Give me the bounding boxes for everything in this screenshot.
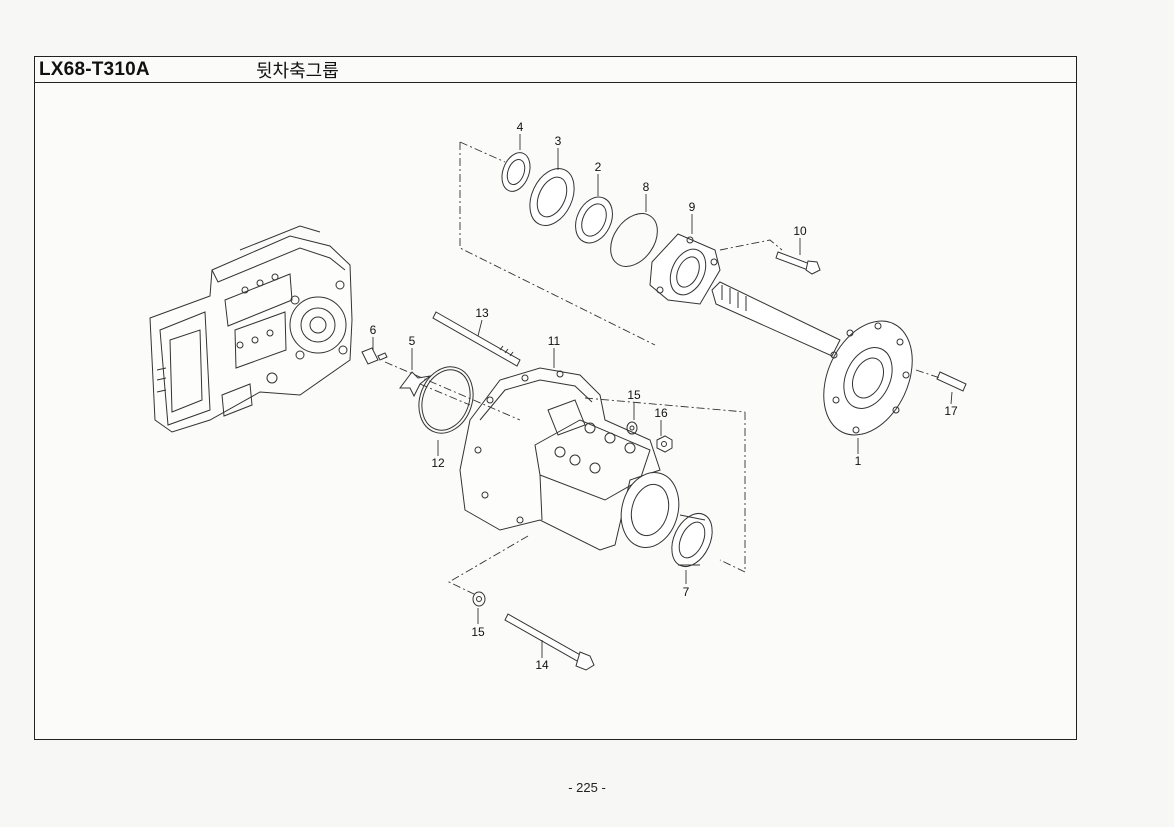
callout-9: 9 <box>689 200 696 214</box>
washer-part-15-upper <box>626 421 638 435</box>
model-code: LX68-T310A <box>39 59 150 80</box>
assembly-lines <box>384 141 941 596</box>
bearing-part-2 <box>575 196 613 244</box>
callout-3: 3 <box>555 134 562 148</box>
header-bar: LX68-T310A 뒷차축그룹 <box>35 57 1076 83</box>
callout-14: 14 <box>535 658 549 672</box>
plug-part-6 <box>361 347 388 365</box>
callout-6: 6 <box>370 323 377 337</box>
nut-part-16 <box>656 435 673 453</box>
stud-part-17 <box>936 371 967 392</box>
retainer-part-9 <box>649 233 721 305</box>
bolt-part-14 <box>504 613 595 671</box>
callout-7: 7 <box>683 585 690 599</box>
callout-15-upper: 15 <box>627 388 641 402</box>
callout-2: 2 <box>595 160 602 174</box>
leader-lines <box>372 134 953 658</box>
callout-labels: 4 3 2 8 9 10 13 11 6 5 15 16 17 1 12 7 1… <box>370 120 958 672</box>
axle-housing-part-11 <box>459 367 680 551</box>
callout-11: 11 <box>548 334 561 348</box>
callout-1: 1 <box>855 454 862 468</box>
bolt-part-10 <box>775 251 821 275</box>
callout-5: 5 <box>409 334 416 348</box>
callout-13: 13 <box>475 306 489 320</box>
callout-17: 17 <box>944 404 958 418</box>
bearing-part-3 <box>529 168 575 226</box>
callout-12: 12 <box>431 456 445 470</box>
bearing-part-7 <box>671 513 713 567</box>
lock-nut-part-4 <box>501 152 531 192</box>
stud-part-13 <box>432 311 521 367</box>
washer-part-15-lower <box>472 591 486 607</box>
page-number: - 225 - <box>568 780 606 795</box>
group-title: 뒷차축그룹 <box>256 61 339 82</box>
handle-part-5 <box>399 371 432 398</box>
axle-shaft-part-1 <box>711 281 913 436</box>
callout-8: 8 <box>643 180 650 194</box>
callout-15-lower: 15 <box>471 625 485 639</box>
transmission-housing <box>149 225 353 433</box>
o-ring-part-12 <box>418 366 474 434</box>
callout-10: 10 <box>793 224 807 238</box>
callout-16: 16 <box>654 406 668 420</box>
o-ring-part-8 <box>610 213 658 267</box>
callout-4: 4 <box>517 120 524 134</box>
